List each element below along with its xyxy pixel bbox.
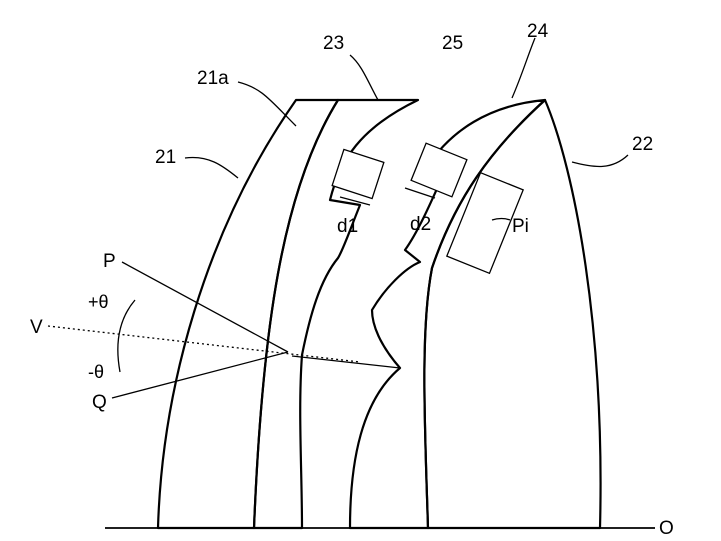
split-line bbox=[291, 355, 401, 369]
ray-q bbox=[111, 351, 289, 399]
angle-arc bbox=[117, 299, 136, 373]
label-minus-theta: -θ bbox=[88, 362, 104, 382]
label-21: 21 bbox=[155, 147, 176, 168]
label-o: O bbox=[659, 518, 674, 539]
d1-arrow bbox=[339, 196, 371, 206]
leader-21 bbox=[184, 156, 239, 179]
label-25: 25 bbox=[442, 33, 463, 54]
label-v: V bbox=[30, 317, 43, 338]
measure-box-d1 bbox=[331, 148, 385, 200]
label-p: P bbox=[103, 251, 116, 272]
ray-v bbox=[47, 325, 361, 363]
leader-24 bbox=[511, 37, 536, 99]
measure-box-pi bbox=[445, 171, 525, 275]
member-22-outer-layer bbox=[423, 98, 602, 530]
label-pi: Pi bbox=[512, 216, 529, 237]
label-d2: d2 bbox=[410, 214, 431, 235]
label-24: 24 bbox=[527, 21, 549, 42]
ray-p bbox=[121, 261, 289, 353]
leader-23 bbox=[349, 54, 379, 101]
label-d1: d1 bbox=[337, 216, 358, 237]
leader-22 bbox=[571, 154, 629, 168]
label-q: Q bbox=[92, 392, 107, 413]
label-23: 23 bbox=[323, 33, 344, 54]
member-21a-inner-layer bbox=[252, 98, 420, 530]
label-21a: 21a bbox=[197, 68, 229, 89]
d2-arrow bbox=[404, 187, 436, 199]
leader-pi bbox=[491, 217, 511, 221]
measure-box-d2 bbox=[410, 142, 468, 198]
label-22: 22 bbox=[632, 134, 653, 155]
label-plus-theta: +θ bbox=[88, 292, 109, 312]
leader-21a bbox=[237, 81, 297, 127]
